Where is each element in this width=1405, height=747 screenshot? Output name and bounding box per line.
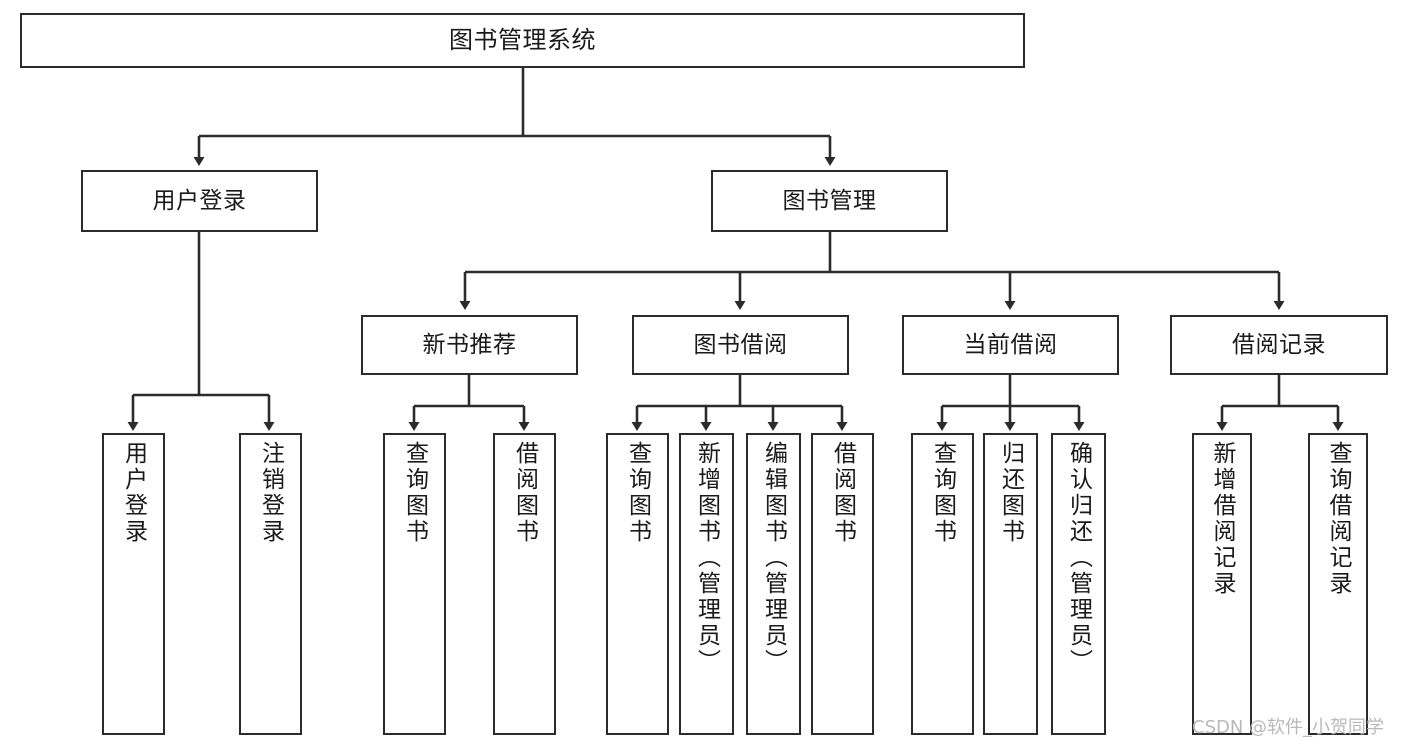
node-leaf-user-logout[interactable]: 注销登录 xyxy=(239,433,302,735)
node-book-management-label: 图书管理 xyxy=(782,187,877,214)
node-leaf-add-record[interactable]: 新增借阅记录 xyxy=(1192,433,1252,735)
node-leaf-borrow-book-2[interactable]: 借阅图书 xyxy=(811,433,874,735)
node-leaf-add-book[interactable]: 新增图书（管理员） xyxy=(679,433,734,735)
node-leaf-add-book-label: 新增图书（管理员） xyxy=(693,441,720,675)
node-leaf-query-book-2-label: 查询图书 xyxy=(624,441,651,545)
node-leaf-query-book-3[interactable]: 查询图书 xyxy=(911,433,974,735)
node-leaf-query-record-label: 查询借阅记录 xyxy=(1325,441,1352,597)
node-leaf-query-record[interactable]: 查询借阅记录 xyxy=(1308,433,1368,735)
node-leaf-edit-book-label: 编辑图书（管理员） xyxy=(760,441,787,675)
node-book-borrow-label: 图书借阅 xyxy=(693,331,788,358)
node-leaf-user-login[interactable]: 用户登录 xyxy=(102,433,165,735)
node-root-system-label: 图书管理系统 xyxy=(449,25,596,54)
node-borrow-record[interactable]: 借阅记录 xyxy=(1170,315,1388,375)
node-leaf-confirm-return[interactable]: 确认归还（管理员） xyxy=(1051,433,1106,735)
node-leaf-confirm-return-label: 确认归还（管理员） xyxy=(1065,441,1092,675)
node-current-borrow-label: 当前借阅 xyxy=(963,331,1058,358)
node-root-system[interactable]: 图书管理系统 xyxy=(20,13,1025,68)
node-borrow-record-label: 借阅记录 xyxy=(1232,331,1326,358)
node-leaf-edit-book[interactable]: 编辑图书（管理员） xyxy=(746,433,801,735)
node-leaf-borrow-book-1[interactable]: 借阅图书 xyxy=(493,433,556,735)
node-leaf-return-book-label: 归还图书 xyxy=(997,441,1024,545)
node-new-book-recommend-label: 新书推荐 xyxy=(422,331,517,358)
node-leaf-borrow-book-1-label: 借阅图书 xyxy=(511,441,538,545)
node-leaf-borrow-book-2-label: 借阅图书 xyxy=(829,441,856,545)
node-leaf-add-record-label: 新增借阅记录 xyxy=(1209,441,1236,597)
node-user-login[interactable]: 用户登录 xyxy=(81,170,318,232)
node-leaf-user-login-label: 用户登录 xyxy=(120,441,147,545)
node-book-management[interactable]: 图书管理 xyxy=(711,170,948,232)
node-book-borrow[interactable]: 图书借阅 xyxy=(632,315,849,375)
node-leaf-query-book-2[interactable]: 查询图书 xyxy=(606,433,669,735)
node-current-borrow[interactable]: 当前借阅 xyxy=(902,315,1119,375)
node-leaf-query-book-1[interactable]: 查询图书 xyxy=(383,433,446,735)
node-leaf-return-book[interactable]: 归还图书 xyxy=(983,433,1038,735)
node-leaf-query-book-1-label: 查询图书 xyxy=(401,441,428,545)
node-new-book-recommend[interactable]: 新书推荐 xyxy=(361,315,578,375)
node-user-login-label: 用户登录 xyxy=(152,187,247,214)
node-leaf-query-book-3-label: 查询图书 xyxy=(929,441,956,545)
node-leaf-user-logout-label: 注销登录 xyxy=(257,441,284,545)
csdn-watermark: CSDN @软件_小贺同学 xyxy=(1192,717,1385,738)
